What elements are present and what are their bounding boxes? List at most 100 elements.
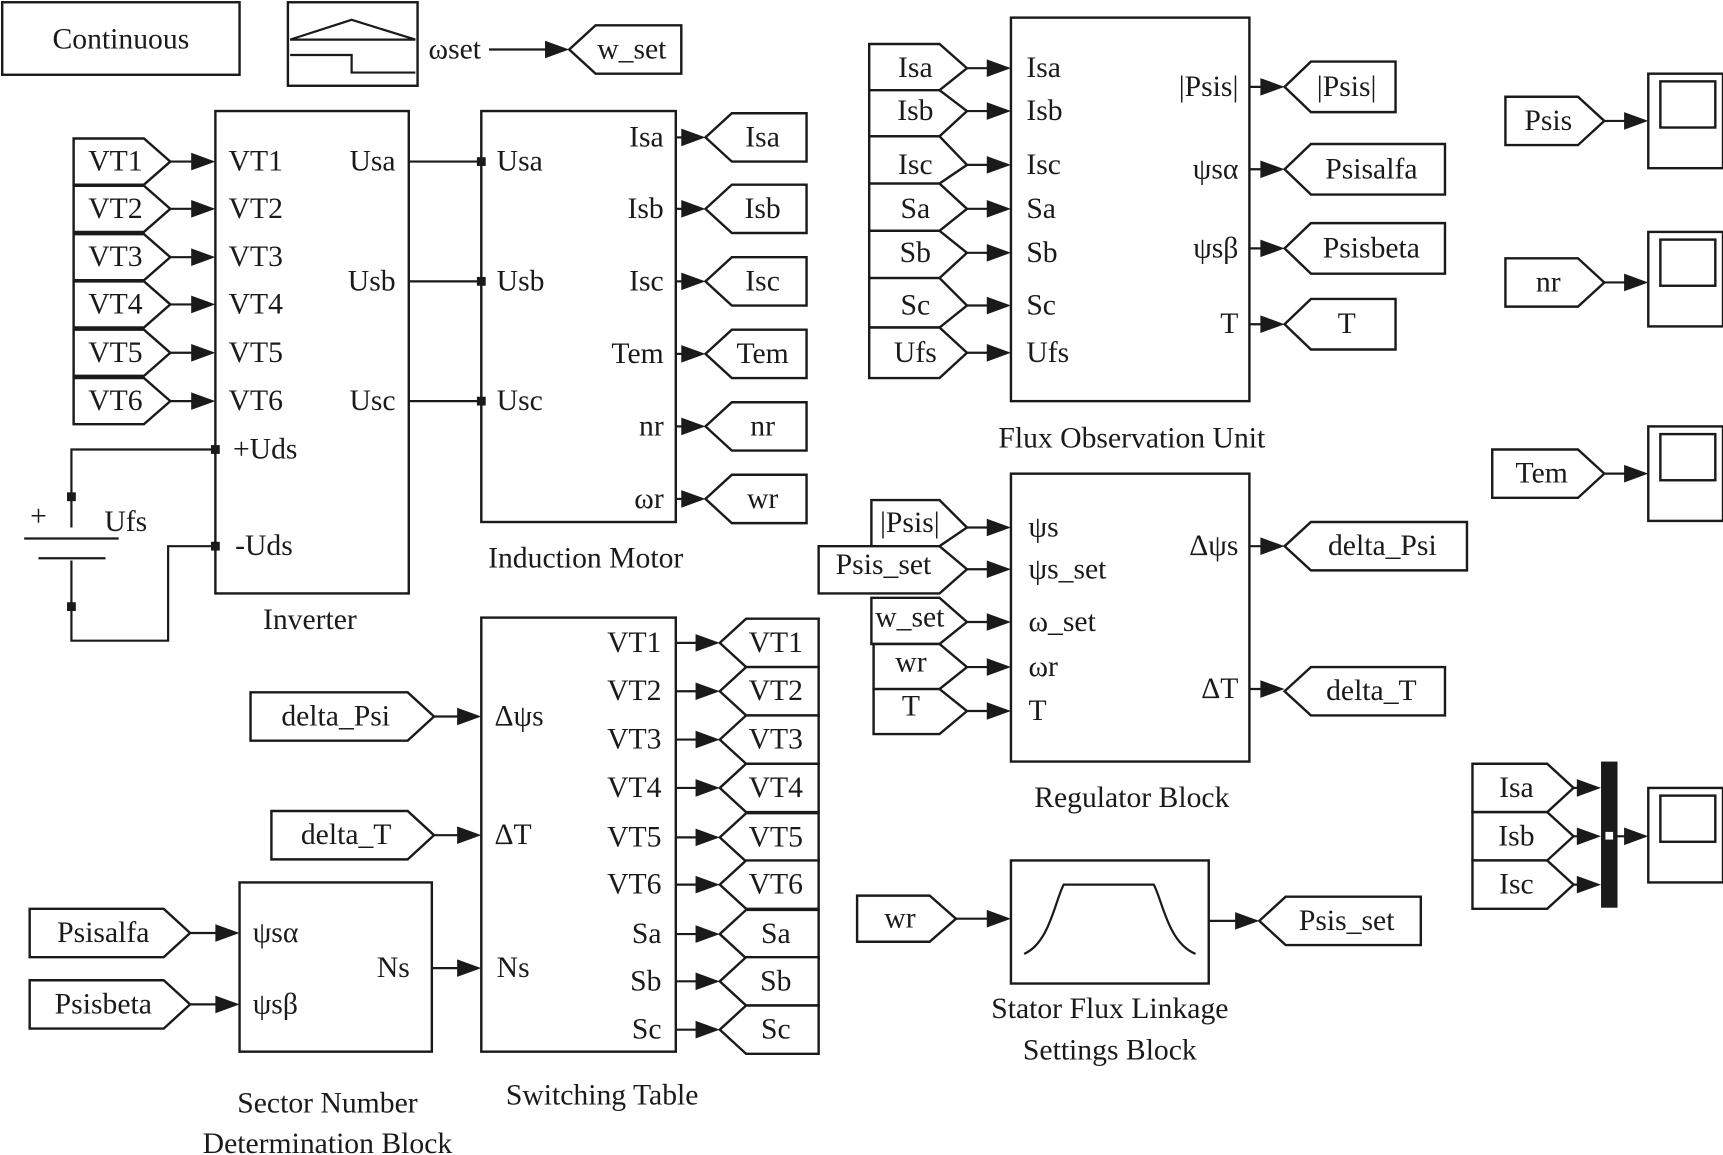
motor-output-label: Isa: [629, 121, 664, 153]
arrowhead-icon: [681, 490, 706, 508]
from-delta-t[interactable]: [270, 809, 436, 861]
from-tag-1[interactable]: [817, 544, 969, 595]
inverter-input-label: VT5: [229, 337, 283, 369]
goto-delta-t[interactable]: [1282, 665, 1447, 717]
from-tag-sc[interactable]: [867, 276, 969, 329]
regulator-block[interactable]: [1009, 472, 1251, 763]
from-tag-4[interactable]: [872, 687, 969, 736]
goto-tag-2[interactable]: [1282, 221, 1447, 275]
goto-tag-sb[interactable]: [717, 955, 820, 1007]
stator-flux-settings-block[interactable]: [1009, 859, 1210, 985]
from-tem[interactable]: [1491, 448, 1607, 500]
from-tag-current[interactable]: [1471, 762, 1576, 814]
from-tag-label: Sc: [901, 290, 931, 322]
arrowhead-icon: [1260, 537, 1285, 555]
goto-tag-vt4[interactable]: [717, 762, 820, 814]
from-psis[interactable]: [1504, 95, 1607, 147]
arrowhead-icon: [986, 296, 1011, 315]
flux-input-label: Sa: [1026, 193, 1056, 225]
from-tag-vt2[interactable]: [72, 184, 173, 234]
regulator-output-label: ΔT: [1201, 673, 1238, 705]
goto-tag-sc[interactable]: [717, 1004, 820, 1056]
from-tag-sa[interactable]: [867, 182, 969, 233]
switching-output-label: VT4: [607, 772, 662, 804]
powergui-continuous-block[interactable]: [0, 1, 241, 76]
arrowhead-icon: [681, 272, 706, 291]
arrowhead-icon: [986, 560, 1011, 579]
from-delta-psi[interactable]: [249, 691, 436, 742]
from-tag-isc[interactable]: [867, 135, 969, 185]
from-tag-0[interactable]: [870, 498, 969, 548]
induction-motor-block[interactable]: [480, 109, 678, 524]
goto-tag-vt6[interactable]: [717, 859, 820, 911]
goto-tag-sa[interactable]: [717, 908, 820, 960]
goto-tag-vt3[interactable]: [717, 714, 820, 765]
sector-input-label: ψsα: [253, 917, 299, 949]
goto-tag-0[interactable]: [1282, 60, 1397, 114]
from-tag-sb[interactable]: [867, 229, 969, 280]
goto-tag-1[interactable]: [1282, 142, 1447, 196]
arrowhead-icon: [986, 243, 1011, 262]
from-tag-vt1[interactable]: [72, 137, 173, 186]
goto-tag-label: VT3: [749, 724, 803, 756]
sector-number-block[interactable]: [238, 881, 434, 1053]
battery-plus-sign: +: [30, 501, 47, 533]
goto-tag-label: wr: [747, 483, 778, 515]
arrowhead-icon: [681, 417, 706, 436]
from-tag-isb[interactable]: [867, 88, 969, 138]
from-nr[interactable]: [1504, 257, 1607, 308]
from-wr[interactable]: [855, 894, 958, 943]
flux-observation-block[interactable]: [1009, 16, 1251, 403]
goto-tag-isb[interactable]: [703, 183, 808, 235]
goto-tag-wr[interactable]: [703, 473, 808, 525]
goto-tag-label: Psis_set: [1299, 905, 1395, 937]
goto-tag-vt1[interactable]: [717, 617, 820, 669]
from-tag-3[interactable]: [872, 642, 969, 691]
regulator-input-label: T: [1029, 695, 1047, 727]
from-tag-vt4[interactable]: [72, 280, 173, 329]
flux-output-label: |Psis|: [1179, 71, 1239, 103]
switching-table-block[interactable]: [480, 616, 678, 1053]
switching-input-label: Δψs: [494, 701, 543, 733]
goto-delta-psi[interactable]: [1282, 520, 1469, 572]
arrowhead-icon: [1260, 680, 1285, 698]
stator-flux-title: Stator Flux Linkage: [991, 993, 1228, 1025]
motor-input-label: Usa: [497, 146, 543, 178]
arrowhead-icon: [1576, 875, 1602, 894]
arrowhead-icon: [1624, 273, 1649, 292]
goto-tag-tem[interactable]: [703, 328, 808, 380]
from-tag-ufs[interactable]: [867, 326, 969, 380]
goto-w-set[interactable]: [567, 24, 683, 75]
from-psisalfa[interactable]: [28, 907, 192, 959]
from-tag-2[interactable]: [870, 596, 969, 646]
from-tag-vt5[interactable]: [72, 328, 173, 378]
from-tag-isa[interactable]: [867, 42, 969, 92]
goto-tag-isa[interactable]: [703, 112, 808, 163]
regulator-output-label: Δψs: [1189, 530, 1238, 562]
step-waveform-icon: [290, 53, 416, 74]
from-tag-vt6[interactable]: [72, 376, 173, 426]
goto-tag-vt2[interactable]: [717, 665, 820, 717]
dc-wire: [70, 545, 216, 642]
inverter-block[interactable]: [214, 109, 410, 595]
flux-curve-icon: [1023, 883, 1196, 955]
motor-output-label: ωr: [634, 483, 664, 515]
motor-output-label: Tem: [611, 338, 663, 370]
arrowhead-icon: [1576, 779, 1602, 797]
goto-psis-set[interactable]: [1257, 895, 1423, 947]
switching-input-label: ΔT: [494, 819, 531, 851]
goto-tag-3[interactable]: [1282, 297, 1397, 351]
goto-tag-label: Sc: [761, 1014, 791, 1046]
from-tag-current[interactable]: [1471, 859, 1576, 911]
arrowhead-icon: [457, 707, 482, 726]
regulator-input-label: ψs_set: [1029, 553, 1108, 585]
goto-tag-isc[interactable]: [703, 255, 808, 307]
stator-flux-title: Settings Block: [1023, 1035, 1197, 1067]
from-psisbeta[interactable]: [28, 979, 192, 1030]
from-tag-label: Isa: [898, 52, 933, 84]
sector-title: Sector Number: [237, 1087, 417, 1119]
from-tag-current[interactable]: [1471, 810, 1576, 862]
from-tag-vt3[interactable]: [72, 232, 173, 282]
goto-tag-nr[interactable]: [703, 401, 808, 452]
goto-tag-vt5[interactable]: [717, 811, 820, 863]
